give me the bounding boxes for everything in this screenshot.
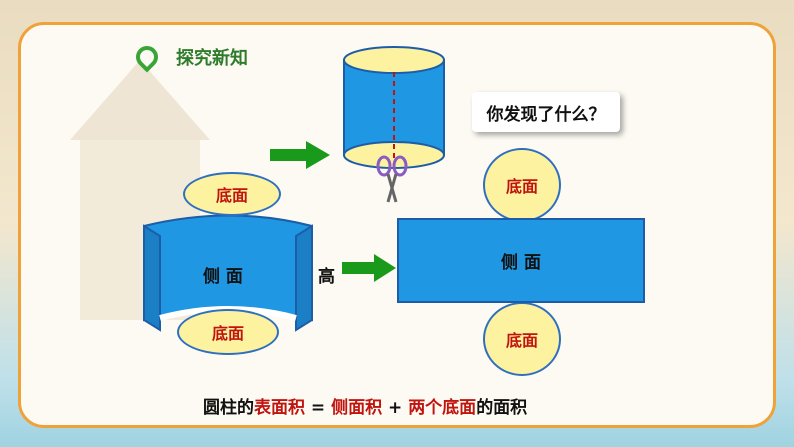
base-circle-top-right: 底面 xyxy=(483,148,561,222)
scissors-icon xyxy=(376,155,408,203)
arrow-right-icon-2 xyxy=(342,254,396,282)
base-circle-bottom-right: 底面 xyxy=(483,302,561,376)
section-header: 探究新知 xyxy=(131,41,248,73)
unrolled-lateral-rectangle: 侧 面 xyxy=(397,218,645,303)
curved-lateral-label: 侧 面 xyxy=(203,267,243,287)
question-box: 你发现了什么？ xyxy=(472,92,620,132)
base-oval-bottom-left: 底面 xyxy=(177,309,279,355)
base-oval-top-left: 底面 xyxy=(183,172,281,216)
cylinder-figure xyxy=(343,46,445,169)
height-label: 高 xyxy=(318,267,335,287)
surface-area-formula: 圆柱的表面积 = 侧面积 + 两个底面的面积 xyxy=(203,398,528,418)
section-title: 探究新知 xyxy=(176,48,248,69)
arrow-right-icon-1 xyxy=(270,141,330,169)
